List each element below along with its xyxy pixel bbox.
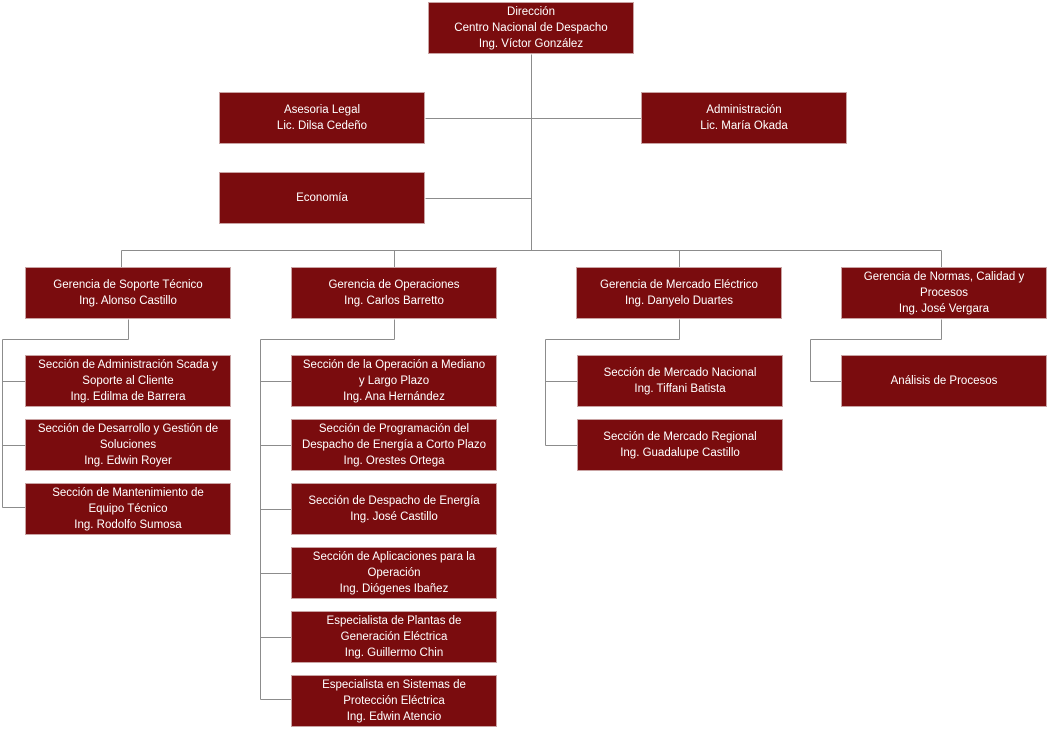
- node-text-line: Ing. Carlos Barretto: [344, 295, 444, 307]
- node-text-line: Gerencia de Mercado Eléctrico: [600, 279, 758, 291]
- node-text-line: Gerencia de Operaciones: [328, 279, 460, 291]
- node-text-line: Sección de Despacho de Energía: [308, 495, 480, 507]
- node-text-line: Gerencia de Normas, Calidad y: [863, 271, 1025, 283]
- node-text-line: Protección Eléctrica: [343, 695, 445, 707]
- node-especialista-proteccion: Especialista en Sistemas de Protección El…: [291, 675, 497, 727]
- node-text-line: Ing. Danyelo Duartes: [624, 295, 734, 307]
- node-text-line: Ing. Guillermo Chin: [344, 647, 444, 659]
- node-seccion-operacion-mediano: Sección de la Operación a Mediano y Largo…: [291, 355, 497, 407]
- node-text-line: Ing. José Vergara: [898, 303, 990, 315]
- node-text-line: Lic. Dilsa Cedeño: [276, 120, 368, 132]
- node-text-line: Ing. Orestes Ortega: [343, 455, 445, 467]
- node-text-line: Ing. Edwin Atencio: [346, 711, 442, 723]
- node-text-line: Lic. María Okada: [700, 120, 788, 132]
- node-text-line: Equipo Técnico: [88, 503, 168, 515]
- node-text-line: Análisis de Procesos: [890, 375, 998, 387]
- node-text-line: Ing. José Castillo: [350, 511, 438, 523]
- node-text-line: Asesoria Legal: [283, 104, 361, 116]
- node-seccion-scada: Sección de Administración Scada y Soporte…: [25, 355, 231, 407]
- node-text-line: Ing. Alonso Castillo: [79, 295, 177, 307]
- node-text-line: Generación Eléctrica: [340, 631, 448, 643]
- node-seccion-mantenimiento: Sección de Mantenimiento de Equipo Técnic…: [25, 483, 231, 535]
- node-text-line: Gerencia de Soporte Técnico: [53, 279, 203, 291]
- node-economia: Economía: [219, 172, 425, 224]
- node-text-line: Procesos: [920, 287, 968, 299]
- node-text-line: Sección de Administración Scada y: [38, 359, 218, 371]
- node-text-line: Sección de Mercado Nacional: [603, 367, 757, 379]
- node-text-line: Ing. Edilma de Barrera: [70, 391, 186, 403]
- node-text-line: Sección de la Operación a Mediano: [302, 359, 486, 371]
- node-seccion-aplicaciones: Sección de Aplicaciones para la Operación…: [291, 547, 497, 599]
- node-text-line: Ing. Ana Hernández: [343, 391, 445, 403]
- node-text-line: Administración: [706, 104, 782, 116]
- node-text-line: Ing. Edwin Royer: [84, 455, 172, 467]
- node-text-line: Sección de Desarrollo y Gestión de: [37, 423, 219, 435]
- node-text-line: Especialista de Plantas de: [326, 615, 462, 627]
- node-text-line: Operación: [367, 567, 421, 579]
- node-text-line: Ing. Víctor González: [478, 38, 584, 50]
- node-seccion-desarrollo: Sección de Desarrollo y Gestión de Soluci…: [25, 419, 231, 471]
- node-text-line: Soluciones: [99, 439, 157, 451]
- node-text-line: Sección de Aplicaciones para la: [312, 551, 476, 563]
- node-text-line: Soporte al Cliente: [82, 375, 174, 387]
- node-text-line: y Largo Plazo: [358, 375, 430, 387]
- node-text-line: Ing. Diógenes Ibañez: [339, 583, 449, 595]
- node-text-line: Sección de Mercado Regional: [603, 431, 757, 443]
- node-especialista-plantas: Especialista de Plantas de Generación Elé…: [291, 611, 497, 663]
- node-text-line: Dirección: [507, 6, 555, 18]
- node-text-line: Centro Nacional de Despacho: [454, 22, 608, 34]
- node-text-line: Sección de Mantenimiento de: [52, 487, 204, 499]
- node-text-line: Sección de Programación del: [318, 423, 470, 435]
- node-text-line: Ing. Guadalupe Castillo: [620, 447, 740, 459]
- node-text-line: Despacho de Energía a Corto Plazo: [301, 439, 487, 451]
- node-text-line: Economía: [296, 192, 348, 204]
- node-analisis-procesos: Análisis de Procesos: [841, 355, 1047, 407]
- node-text-line: Especialista en Sistemas de: [322, 679, 466, 691]
- node-text-line: Ing. Rodolfo Sumosa: [74, 519, 182, 531]
- node-text-line: Ing. Tiffani Batista: [634, 383, 726, 395]
